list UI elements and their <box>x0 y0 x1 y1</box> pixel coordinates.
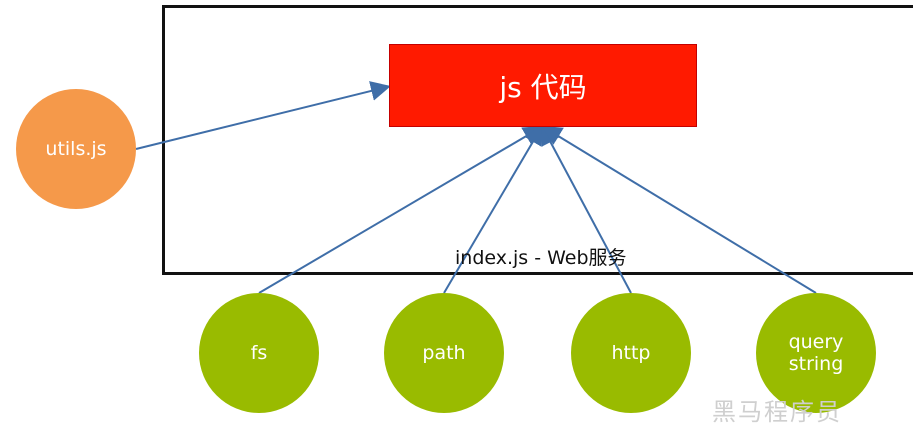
module-node-path: path <box>384 293 504 413</box>
arrow-querystring-to-core <box>541 125 817 294</box>
js-code-box: js 代码 <box>389 44 697 127</box>
module-label-http: http <box>611 342 651 364</box>
arrow-http-to-core <box>541 124 632 294</box>
module-node-fs: fs <box>199 293 319 413</box>
utils-label: utils.js <box>45 138 107 160</box>
module-label-path: path <box>422 342 466 364</box>
module-node-querystring: query string <box>756 293 876 413</box>
module-label-querystring: query string <box>788 331 844 375</box>
diagram-canvas: js 代码 index.js - Web服务 utils.js fs path … <box>16 5 913 426</box>
arrow-fs-to-core <box>258 125 544 294</box>
module-label-fs: fs <box>250 342 268 364</box>
utils-node: utils.js <box>16 89 136 209</box>
arrow-utils-to-core <box>135 81 391 150</box>
js-code-label: js 代码 <box>499 70 587 104</box>
arrow-path-to-core <box>443 124 544 294</box>
module-node-http: http <box>571 293 691 413</box>
web-service-label: index.js - Web服务 <box>455 247 627 269</box>
arrow-layer <box>135 81 817 294</box>
